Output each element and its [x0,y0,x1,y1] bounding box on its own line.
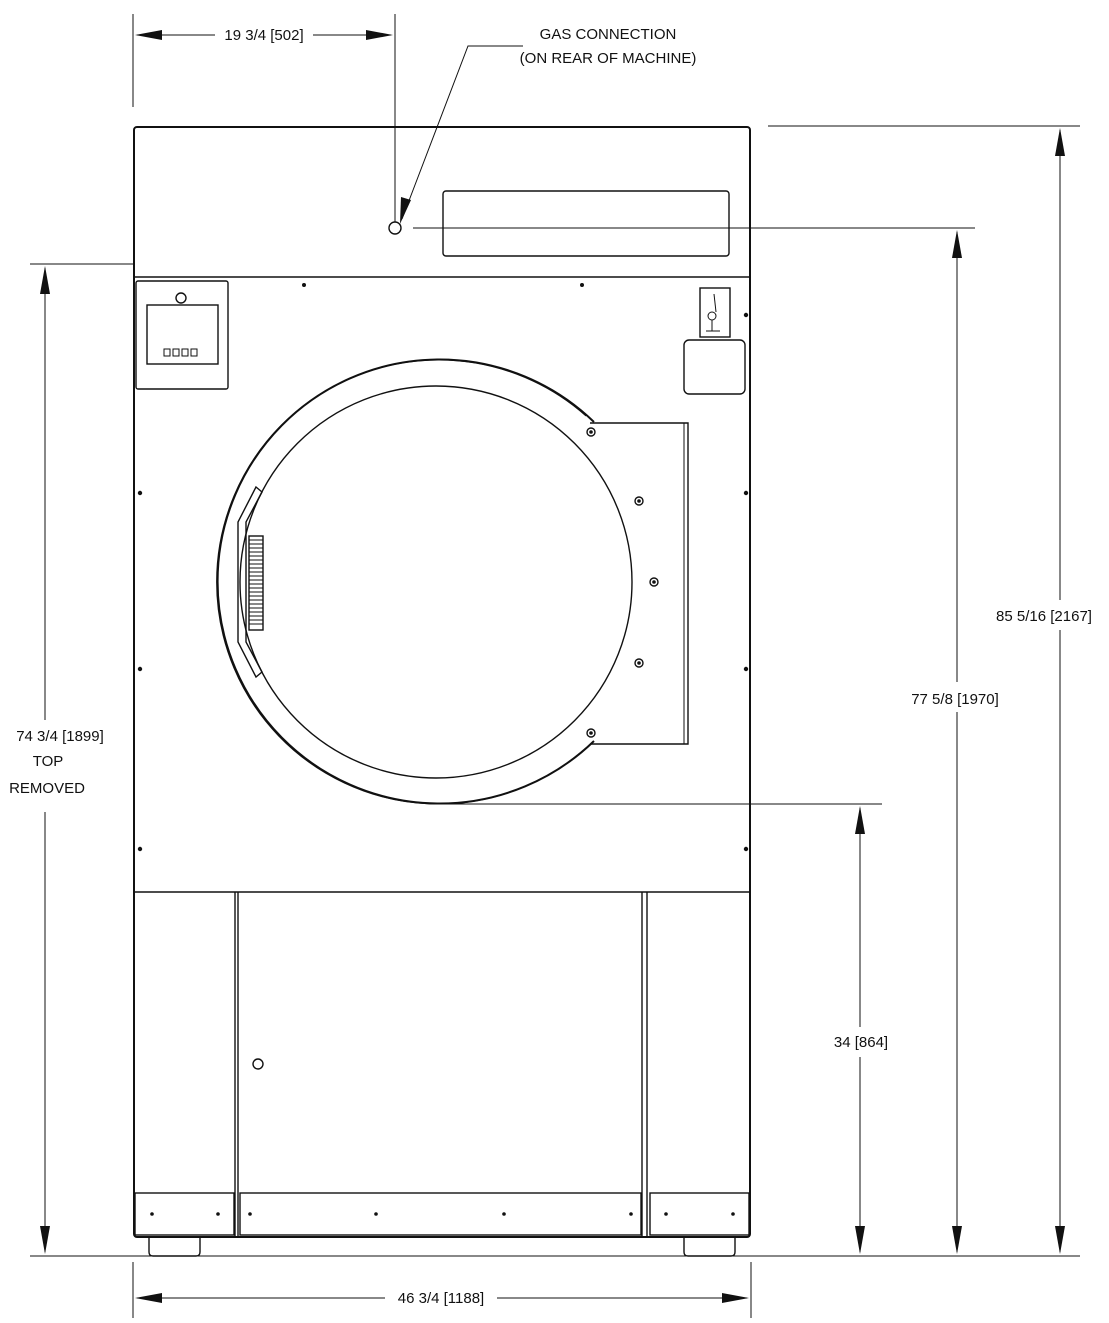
lint-door-knob [252,1058,264,1070]
gas-connection-sublabel: (ON REAR OF MACHINE) [520,50,697,67]
top-width-label: 19 3/4 [502] [224,27,303,44]
overall-height-label: 85 5/16 [2167] [996,608,1092,625]
gas-connection-label: GAS CONNECTION [540,26,677,43]
gas-connection-port [388,221,402,235]
top-panel-window [442,190,730,257]
coin-box [683,339,746,395]
panel-screws [137,312,749,852]
foot-left [148,1237,201,1257]
left-height-top: TOP [33,753,64,770]
handle-grip [249,539,263,625]
left-height-label: 74 3/4 [1899] [16,728,104,745]
machine-body [133,126,751,1238]
control-panel [135,280,229,390]
lower-cabinet [134,892,750,1257]
door-handle [237,485,263,679]
coin-mechanism [683,287,746,395]
overall-width-label: 46 3/4 [1188] [398,1290,484,1307]
door-height-label: 34 [864] [834,1034,888,1051]
door [216,358,689,805]
foot-right [683,1237,736,1257]
left-height-removed: REMOVED [9,780,85,797]
dimension-lines [30,14,1080,1318]
gas-height-label: 77 5/8 [1970] [911,691,999,708]
